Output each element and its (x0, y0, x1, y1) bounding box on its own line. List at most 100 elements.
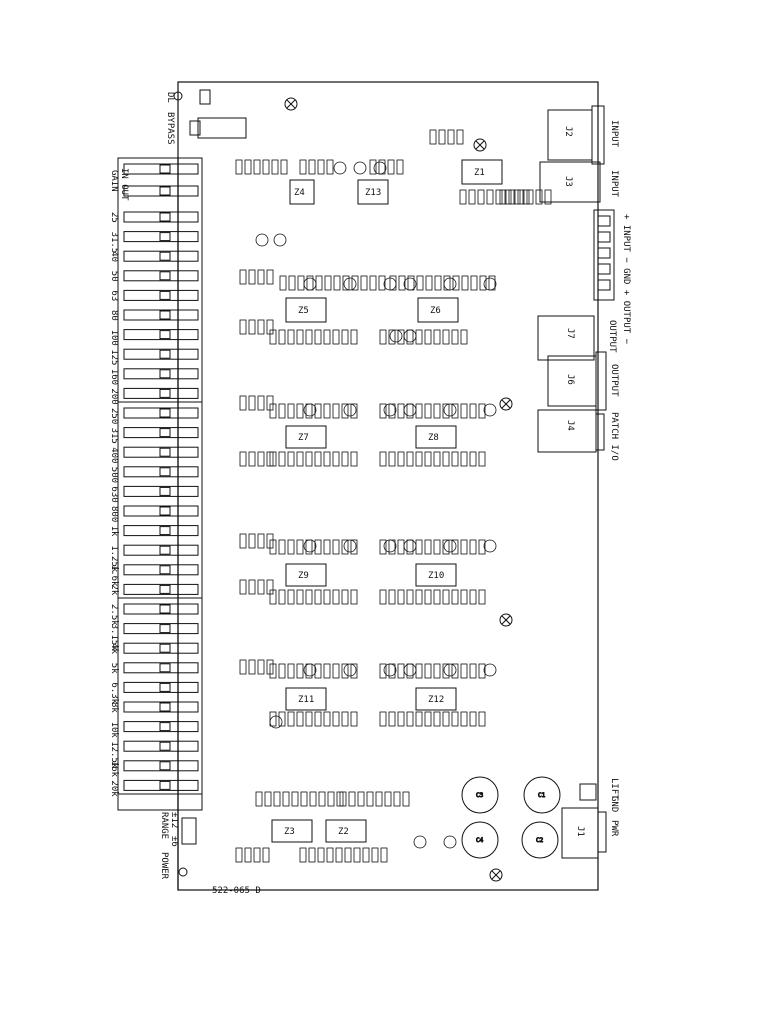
slider (123, 701, 199, 713)
c2-label: C2 (536, 837, 544, 844)
slider (123, 211, 199, 223)
frequency-label: 20k (109, 780, 119, 797)
terminal-block: + INPUT − GND + OUTPUT − (593, 209, 631, 345)
ic-chip: Z5 (285, 297, 327, 323)
chip-label: Z7 (298, 433, 309, 443)
frequency-label: 1.6k (109, 565, 119, 587)
connector-j7: J7 OUTPUT (537, 315, 617, 361)
connector-j6: J6 OUTPUT (547, 351, 619, 411)
ic-chip: Z8 (415, 425, 457, 449)
terminal-label: + INPUT − GND + OUTPUT − (621, 214, 631, 345)
chip-label: Z5 (298, 306, 309, 316)
j3-label: J3 (563, 176, 573, 187)
slider (123, 348, 199, 360)
bypass-switch (173, 89, 247, 139)
in-out-label: IN OUT (119, 168, 129, 201)
j6-label: J6 (565, 374, 575, 385)
ic-chip: Z13 (357, 179, 389, 205)
chip-label: Z6 (430, 306, 441, 316)
range-label: RANGE (159, 812, 169, 839)
frequency-label: 160 (109, 369, 119, 385)
mounting-hole (499, 397, 513, 411)
frequency-label: 10k (109, 722, 119, 739)
patch-label: PATCH I/O (609, 412, 619, 461)
power-label: POWER (159, 852, 169, 880)
frequency-label: 8k (109, 702, 119, 713)
slider (123, 231, 199, 243)
part-number: 522-065 D (212, 886, 261, 896)
mounting-hole (284, 97, 298, 111)
slider (123, 446, 199, 458)
power-led (178, 867, 188, 877)
frequency-label: 100 (109, 330, 119, 346)
frequency-label: 80 (109, 310, 119, 321)
slider (123, 681, 199, 693)
slider (123, 662, 199, 674)
ic-chip: Z6 (417, 297, 459, 323)
slider (123, 329, 199, 341)
slider (123, 270, 199, 282)
frequency-label: 630 (109, 486, 119, 502)
frequency-label: 12.5k (109, 741, 119, 769)
chip-label: Z3 (284, 827, 295, 837)
frequency-label: 25 (109, 212, 119, 223)
c4-label: C4 (476, 837, 484, 844)
slider (123, 289, 199, 301)
j7-label: J7 (565, 328, 575, 339)
frequency-label: 4k (109, 643, 119, 654)
gain-label: GAIN (109, 170, 119, 192)
connector-j1: J1 PWR LIFT GND (561, 778, 619, 859)
chip-label: Z13 (365, 188, 381, 198)
frequency-label: 1.25k (109, 545, 119, 573)
frequency-label: 800 (109, 506, 119, 522)
slider (123, 407, 199, 419)
mounting-hole (473, 138, 487, 152)
slider (123, 721, 199, 733)
range-12-label: ±12 (169, 812, 179, 828)
connector-j4: J4 PATCH I/O (537, 409, 619, 461)
range-6-label: ±6 (169, 836, 179, 847)
frequency-label: 40 (109, 251, 119, 262)
chip-label: Z9 (298, 571, 309, 581)
frequency-label: 6.3k (109, 682, 119, 704)
slider (123, 623, 199, 635)
ic-chip: Z1 (461, 159, 503, 185)
ic-chip: Z2 (325, 819, 367, 843)
connector-j3: J3 INPUT (539, 161, 619, 203)
slider (123, 387, 199, 399)
slider (123, 185, 199, 197)
slider-panel (117, 157, 203, 811)
chip-label: Z2 (338, 827, 349, 837)
j1-label: J1 (575, 826, 585, 837)
output-j6-label: OUTPUT (609, 364, 619, 397)
slider (123, 427, 199, 439)
frequency-label: 200 (109, 388, 119, 404)
frequency-label: 63 (109, 290, 119, 301)
frequency-label: 2.5k (109, 604, 119, 626)
slider (123, 564, 199, 576)
j4-label: J4 (565, 420, 575, 431)
chip-label: Z12 (428, 695, 444, 705)
chip-label: Z4 (294, 188, 305, 198)
slider (123, 544, 199, 556)
small-components (235, 129, 552, 863)
chip-label: Z8 (428, 433, 439, 443)
c3-label: C3 (476, 792, 484, 799)
slider (123, 250, 199, 262)
frequency-label: 315 (109, 428, 119, 444)
chip-label: Z11 (298, 695, 314, 705)
ic-chip: Z9 (285, 563, 327, 587)
mounting-holes (284, 97, 513, 882)
slider (123, 485, 199, 497)
ic-chip: Z7 (285, 425, 327, 449)
slider (123, 309, 199, 321)
input-label: INPUT (609, 170, 619, 198)
frequency-label: 400 (109, 447, 119, 463)
slider (123, 642, 199, 654)
frequency-labels: 2531.54050638010012516020025031540050063… (109, 212, 119, 797)
frequency-label: 3.15k (109, 624, 119, 652)
frequency-label: 125 (109, 349, 119, 365)
bypass-label: BYPASS (165, 112, 175, 145)
frequency-label: 5k (109, 663, 119, 674)
